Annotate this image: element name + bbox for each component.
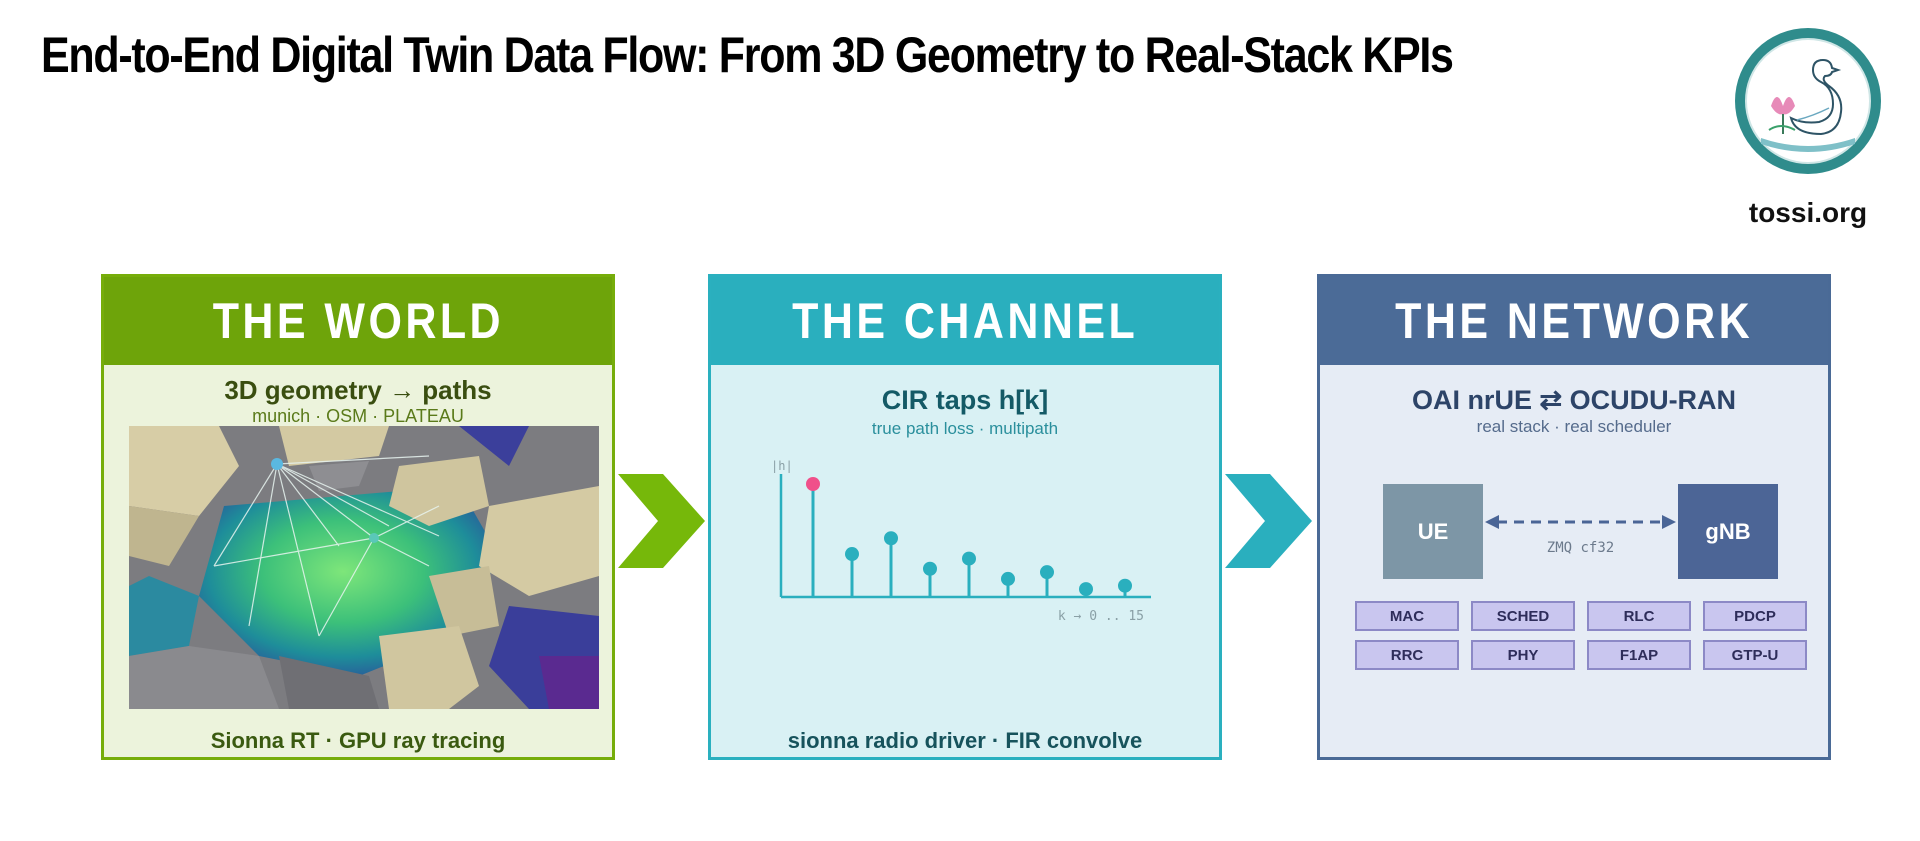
page-title: End-to-End Digital Twin Data Flow: From …: [41, 27, 1454, 83]
tap-marker-0: [806, 477, 820, 491]
channel-heading: THE CHANNEL: [711, 277, 1219, 365]
network-subtitle: OAI nrUE ⇄ OCUDU-RAN: [1411, 385, 1737, 415]
world-panel: THE WORLD 3D geometry → paths munich · O…: [101, 274, 615, 760]
city-ray-tracing-render: [129, 426, 599, 709]
tossi-logo: [1735, 28, 1881, 174]
tap-marker-2: [884, 531, 898, 546]
layer-rrc: RRC: [1355, 640, 1459, 670]
network-caption: real stack · real scheduler: [1476, 417, 1672, 436]
layer-mac: MAC: [1355, 601, 1459, 631]
world-sources: munich · OSM · PLATEAU: [252, 406, 464, 426]
tap-marker-8: [1118, 578, 1132, 593]
channel-panel: THE CHANNEL CIR taps h[k] true path loss…: [708, 274, 1222, 760]
network-panel: THE NETWORK OAI nrUE ⇄ OCUDU-RAN real st…: [1317, 274, 1831, 760]
chevron-right-icon: [1225, 474, 1312, 568]
zmq-label: ZMQ cf32: [1546, 540, 1615, 556]
layer-rlc: RLC: [1587, 601, 1691, 631]
layer-pdcp: PDCP: [1703, 601, 1807, 631]
tap-marker-7: [1079, 582, 1093, 597]
gnb-node: gNB: [1678, 484, 1778, 579]
channel-caption: true path loss · multipath: [871, 419, 1059, 438]
layer-f1ap: F1AP: [1587, 640, 1691, 670]
x-axis-label: k → 0 .. 15: [1058, 609, 1144, 624]
tap-marker-6: [1040, 565, 1054, 580]
tap-marker-5: [1001, 571, 1015, 586]
channel-footer: sionna radio driver · FIR convolve: [787, 728, 1143, 753]
chevron-right-icon: [618, 474, 705, 568]
layer-gtpu: GTP-U: [1703, 640, 1807, 670]
world-heading: THE WORLD: [104, 277, 612, 365]
zmq-link-arrow: [1485, 515, 1676, 529]
network-heading: THE NETWORK: [1320, 277, 1828, 365]
tap-marker-1: [845, 547, 859, 562]
ue-node: UE: [1383, 484, 1483, 579]
site-link[interactable]: tossi.org: [1748, 197, 1868, 228]
tap-marker-3: [923, 561, 937, 576]
channel-subtitle: CIR taps h[k]: [881, 385, 1049, 415]
world-subtitle: 3D geometry → paths: [224, 375, 492, 405]
tap-marker-4: [962, 551, 976, 566]
protocol-layer-grid: MAC SCHED RLC PDCP RRC PHY F1AP GTP-U: [1355, 601, 1813, 670]
cir-stem-plot: |h| k → 0 .. 15: [771, 460, 1151, 624]
layer-phy: PHY: [1471, 640, 1575, 670]
layer-sched: SCHED: [1471, 601, 1575, 631]
y-axis-label: |h|: [771, 460, 793, 473]
world-footer: Sionna RT · GPU ray tracing: [210, 728, 506, 753]
